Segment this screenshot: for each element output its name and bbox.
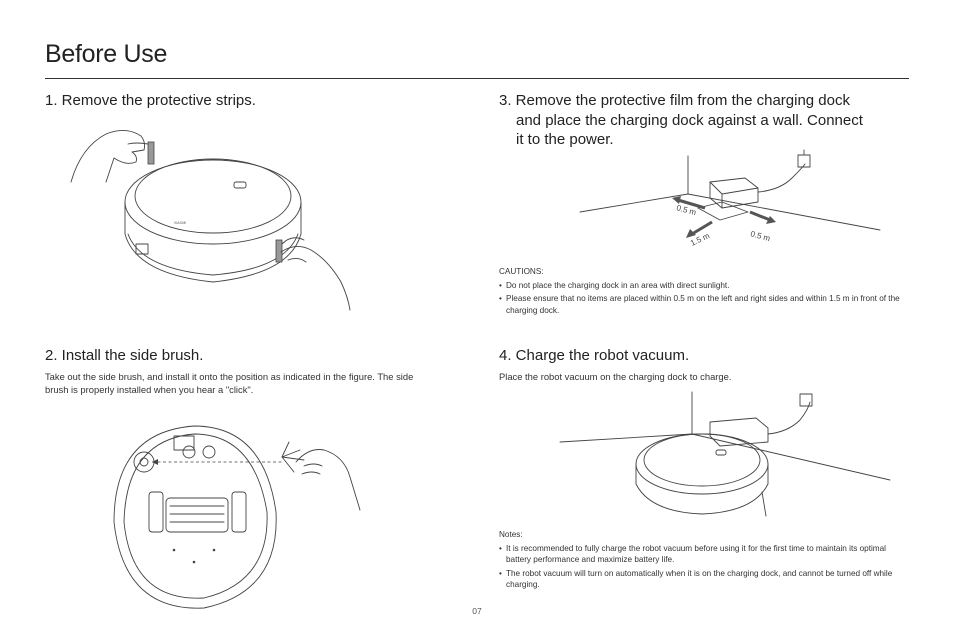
step1-brand-text: XIAOMI xyxy=(174,221,186,225)
dim-right-label: 0.5 m xyxy=(749,229,771,243)
cautions-block: CAUTIONS: Do not place the charging dock… xyxy=(499,266,909,316)
step2-heading: 2. Install the side brush. xyxy=(45,347,204,364)
step3-heading-line3: it to the power. xyxy=(516,131,614,148)
caution-item: Do not place the charging dock in an are… xyxy=(499,280,909,292)
step4-body: Place the robot vacuum on the charging d… xyxy=(499,371,732,382)
note-item: The robot vacuum will turn on automatica… xyxy=(499,568,909,591)
page-number: 07 xyxy=(472,606,482,616)
page-title: Before Use xyxy=(45,40,168,68)
notes-block: Notes: It is recommended to fully charge… xyxy=(499,529,909,591)
step1-heading: 1. Remove the protective strips. xyxy=(45,92,256,109)
step4-illustration xyxy=(559,391,891,517)
step3-heading-line1: 3. Remove the protective film from the c… xyxy=(499,92,850,109)
title-divider xyxy=(45,78,909,79)
step4-heading: 4. Charge the robot vacuum. xyxy=(499,347,690,364)
step3-illustration: 0.5 m 0.5 m 1.5 m xyxy=(579,149,881,248)
step3-heading-line2: and place the charging dock against a wa… xyxy=(516,111,863,129)
cautions-label: CAUTIONS: xyxy=(499,267,544,276)
notes-label: Notes: xyxy=(499,530,523,539)
caution-item: Please ensure that no items are placed w… xyxy=(499,293,909,316)
step3-heading: 3. Remove the protective film from the c… xyxy=(499,91,919,150)
note-item: It is recommended to fully charge the ro… xyxy=(499,543,909,566)
step2-body: Take out the side brush, and install it … xyxy=(45,371,414,395)
step1-illustration: XIAOMI xyxy=(70,130,351,311)
step2-illustration xyxy=(113,425,361,609)
